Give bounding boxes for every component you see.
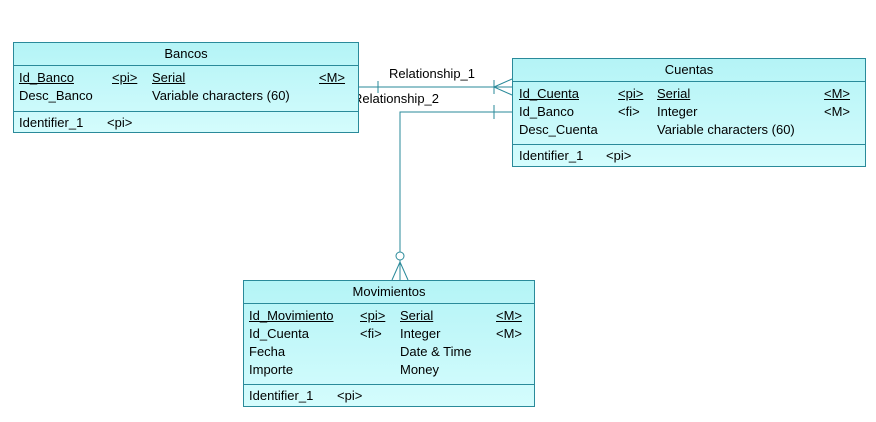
attribute-list: Id_Movimiento <pi> Serial <M> Id_Cuenta … — [244, 304, 534, 385]
entity-bancos[interactable]: Bancos Id_Banco <pi> Serial <M> Desc_Ban… — [13, 42, 359, 133]
entity-title: Cuentas — [513, 59, 865, 82]
entity-title: Bancos — [14, 43, 358, 66]
identifier-list: Identifier_1 <pi> — [14, 112, 358, 134]
identifier-key: <pi> — [606, 148, 632, 163]
attr-mandatory: <M> — [824, 104, 851, 119]
relationship-2-label[interactable]: Relationship_2 — [353, 91, 440, 106]
attr-mandatory: <M> — [496, 326, 523, 341]
attr-name: Id_Cuenta — [519, 86, 579, 101]
attr-key: <fi> — [360, 326, 382, 341]
attr-type: Variable characters (60) — [152, 88, 290, 103]
identifier-name: Identifier_1 — [249, 388, 314, 403]
identifier-name: Identifier_1 — [19, 115, 84, 130]
attr-mandatory: <M> — [824, 86, 851, 101]
identifier-key: <pi> — [107, 115, 133, 130]
attr-key: <pi> — [360, 308, 386, 323]
attr-type: Integer — [400, 326, 441, 341]
attr-type: Serial — [657, 86, 691, 101]
identifier-name: Identifier_1 — [519, 148, 584, 163]
attr-name: Id_Movimiento — [249, 308, 334, 323]
attr-type: Integer — [657, 104, 698, 119]
attr-mandatory: <M> — [319, 70, 346, 85]
attr-type: Money — [400, 362, 440, 377]
attr-key: <pi> — [618, 86, 644, 101]
attr-key: <pi> — [112, 70, 138, 85]
attr-type: Variable characters (60) — [657, 122, 795, 137]
attr-name: Desc_Banco — [19, 88, 93, 103]
attr-type: Date & Time — [400, 344, 472, 359]
identifier-list: Identifier_1 <pi> — [244, 385, 534, 407]
relationship-2-line[interactable] — [391, 105, 512, 281]
attr-name: Id_Cuenta — [249, 326, 309, 341]
identifier-key: <pi> — [337, 388, 363, 403]
entity-title: Movimientos — [244, 281, 534, 304]
attribute-list: Id_Cuenta <pi> Serial <M> Id_Banco <fi> … — [513, 82, 865, 145]
identifier-list: Identifier_1 <pi> — [513, 145, 865, 167]
attr-type: Serial — [400, 308, 434, 323]
relationship-1-line[interactable] — [359, 78, 513, 96]
attr-name: Importe — [249, 362, 294, 377]
attr-name: Id_Banco — [19, 70, 74, 85]
attr-type: Serial — [152, 70, 186, 85]
attribute-list: Id_Banco <pi> Serial <M> Desc_Banco Vari… — [14, 66, 358, 112]
attr-name: Desc_Cuenta — [519, 122, 598, 137]
relationship-1-label[interactable]: Relationship_1 — [389, 66, 476, 81]
attr-name: Id_Banco — [519, 104, 574, 119]
attr-key: <fi> — [618, 104, 640, 119]
entity-cuentas[interactable]: Cuentas Id_Cuenta <pi> Serial <M> Id_Ban… — [512, 58, 866, 167]
attr-mandatory: <M> — [496, 308, 523, 323]
entity-movimientos[interactable]: Movimientos Id_Movimiento <pi> Serial <M… — [243, 280, 535, 407]
attr-name: Fecha — [249, 344, 286, 359]
